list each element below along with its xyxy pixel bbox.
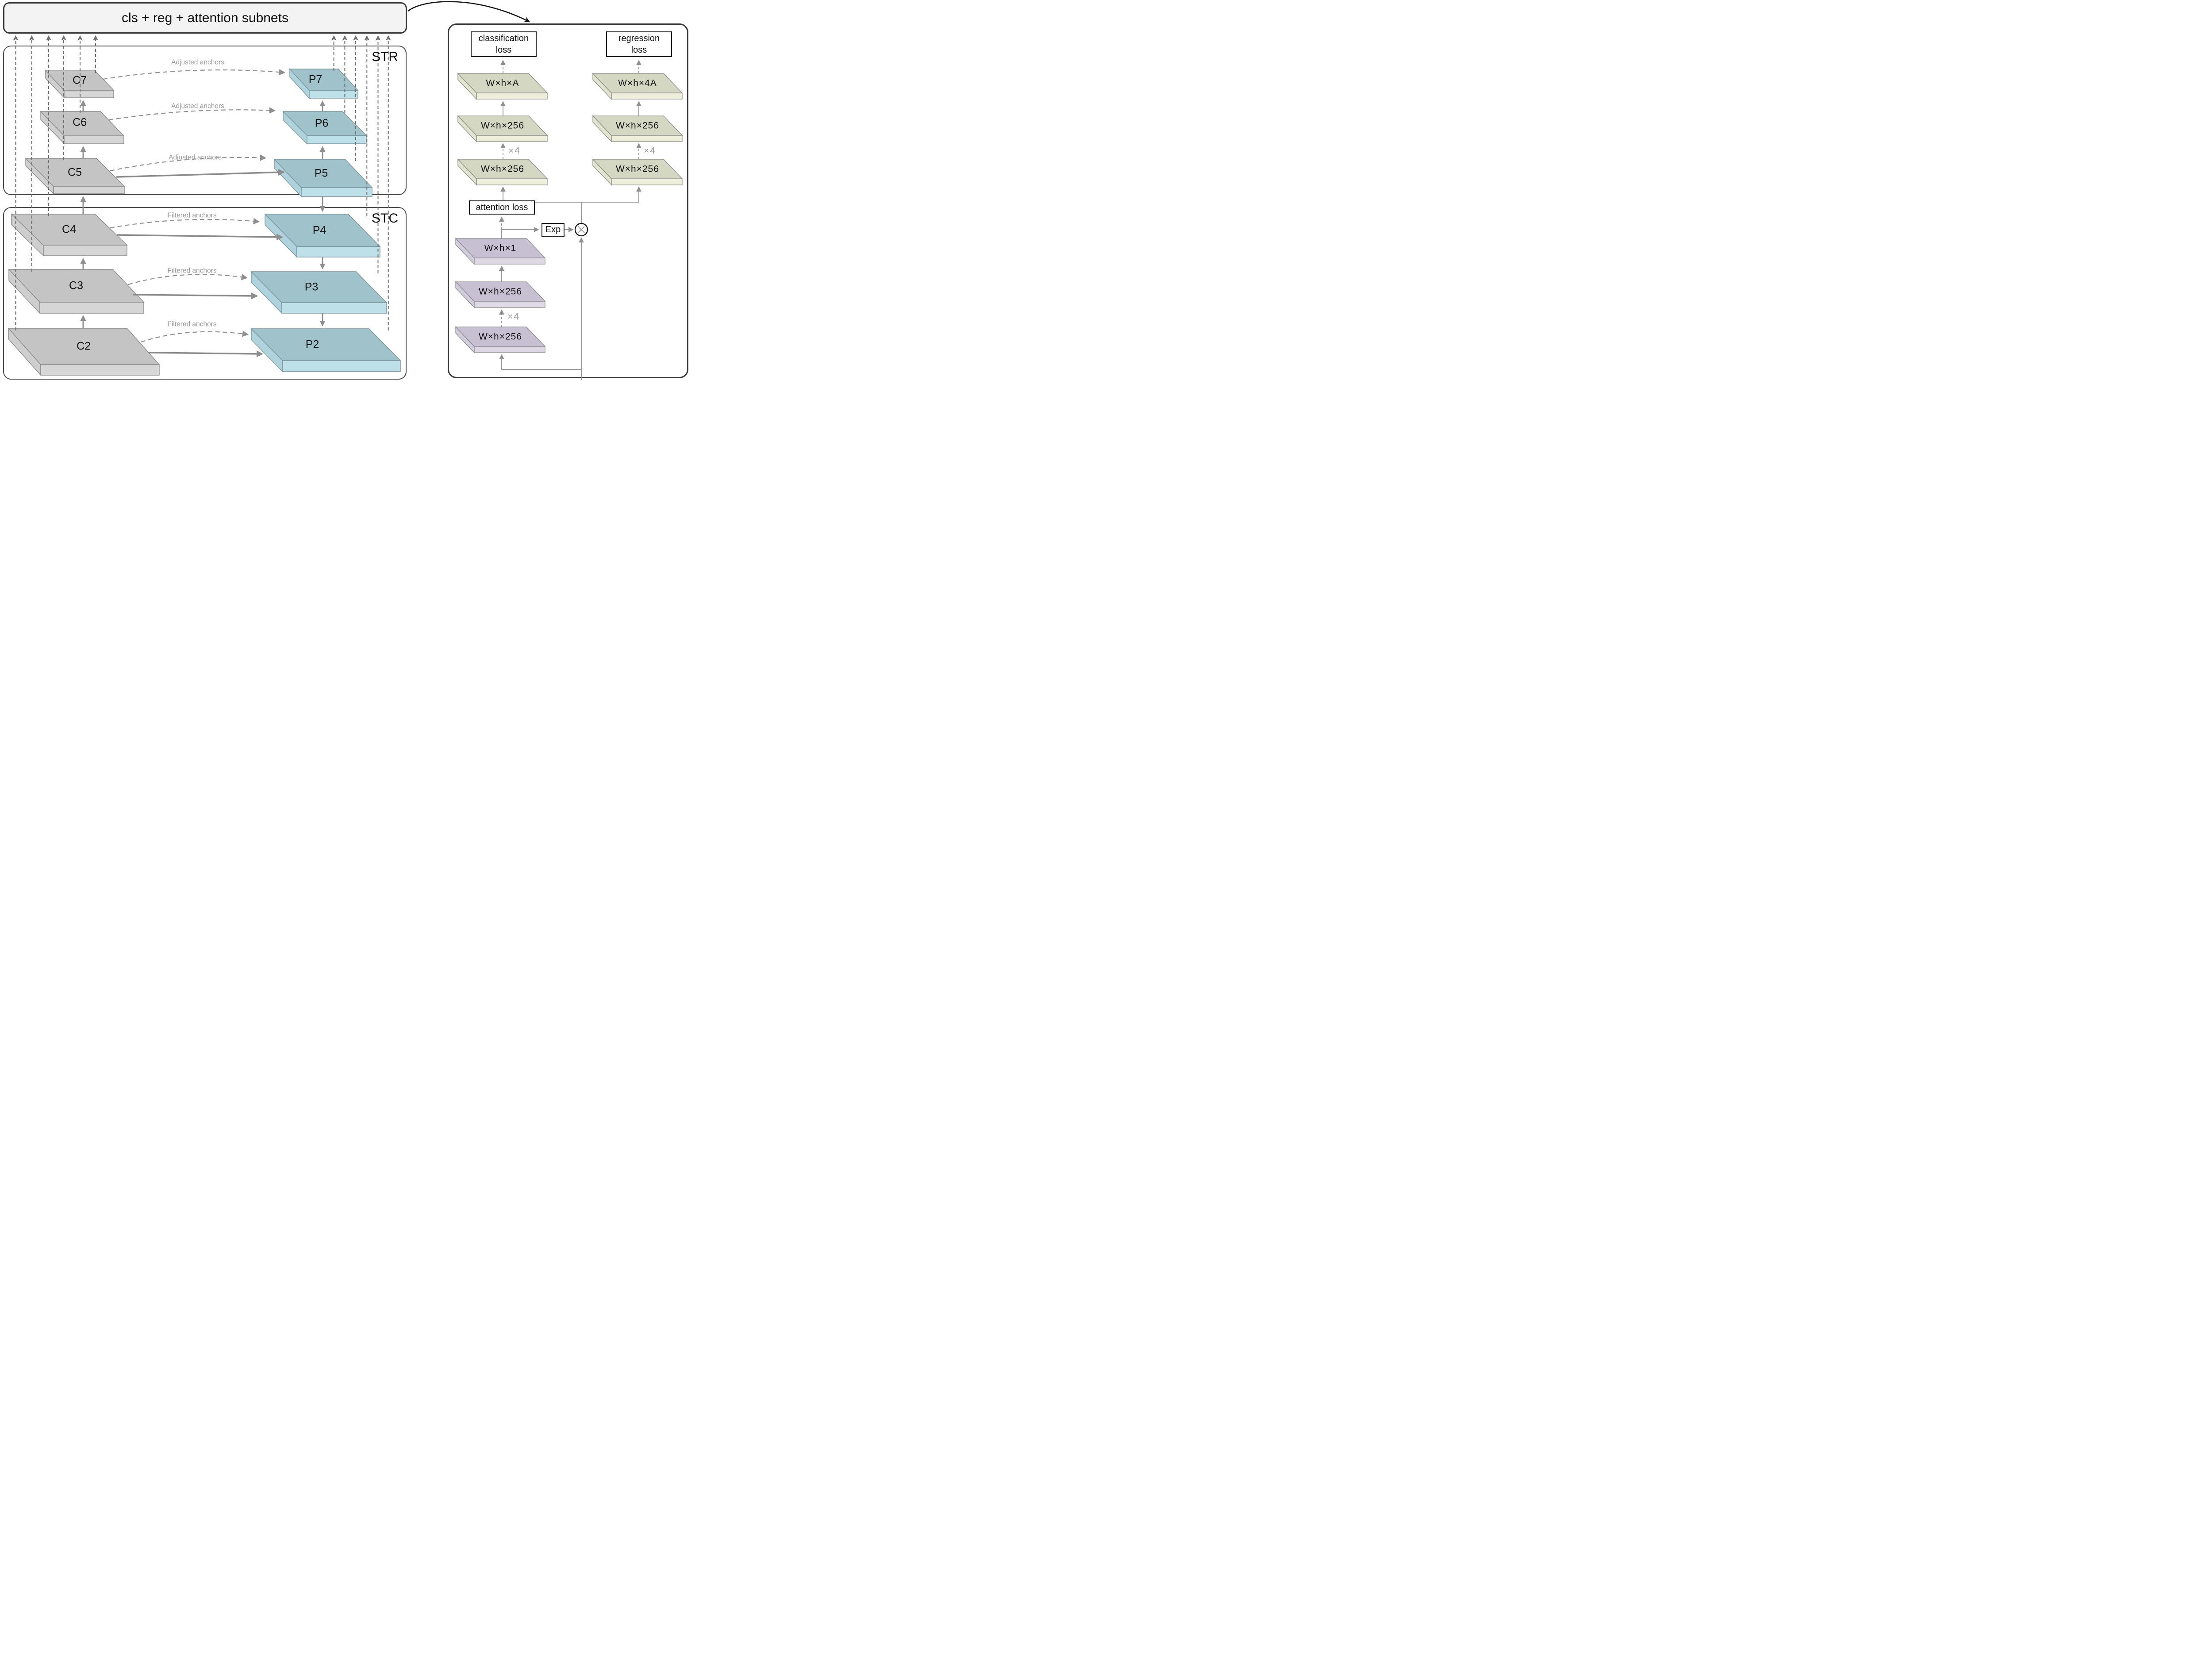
- slab-reg-3: [592, 158, 683, 186]
- att-slab-label-1: W×h×1: [484, 243, 517, 254]
- diagram-layer: [8, 1, 683, 380]
- filtered-anchors-label-3: Filtered anchors: [167, 320, 217, 328]
- cls-slab-label-1: W×h×A: [486, 78, 519, 88]
- slab-reg-1: [592, 73, 683, 100]
- multiply-icon: [574, 223, 588, 237]
- slab-p6: [282, 111, 367, 145]
- block-label-c3: C3: [69, 279, 83, 292]
- adjusted-anchors-label-3: Adjusted anchors: [169, 154, 222, 161]
- slab-c2: [8, 327, 160, 376]
- block-label-p2: P2: [305, 338, 319, 351]
- attention-loss-label: attention loss: [476, 203, 528, 212]
- reg-slab-label-2: W×h×256: [615, 120, 660, 131]
- times4-label-reg: ×4: [644, 146, 656, 156]
- subnets-header-title: cls + reg + attention subnets: [122, 10, 288, 25]
- slab-c6: [40, 111, 125, 145]
- str-module-box: [3, 46, 407, 195]
- block-label-p7: P7: [308, 73, 323, 86]
- classification-loss-label: classification loss: [478, 34, 529, 55]
- stc-module-label: STC: [372, 211, 398, 226]
- block-label-c5: C5: [68, 166, 82, 179]
- regression-loss-box: regression loss: [606, 31, 672, 57]
- adjusted-anchors-label-1: Adjusted anchors: [171, 58, 224, 66]
- slab-reg-2: [592, 115, 683, 142]
- cls-slab-label-2: W×h×256: [480, 120, 525, 131]
- block-label-p4: P4: [312, 224, 326, 237]
- uplink-dashed-arrows-left: [13, 35, 98, 330]
- exp-box: Exp: [541, 223, 565, 237]
- reg-slab-label-3: W×h×256: [615, 164, 660, 174]
- block-label-p5: P5: [314, 167, 328, 180]
- stc-module-box: [3, 207, 407, 380]
- block-label-c4: C4: [62, 223, 76, 236]
- uplink-dashed-arrows-right: [331, 35, 391, 330]
- slab-att-3: [455, 326, 546, 353]
- block-label-c2: C2: [77, 340, 91, 353]
- times4-label-cls: ×4: [508, 146, 521, 156]
- slab-cls-2: [457, 115, 548, 142]
- slab-c3: [8, 269, 145, 314]
- adjusted-anchors-label-2: Adjusted anchors: [171, 102, 224, 110]
- slab-c5: [25, 157, 125, 195]
- str-module-label: STR: [372, 50, 398, 64]
- cls-slab-label-3: W×h×256: [480, 164, 525, 174]
- att-slab-label-3: W×h×256: [478, 331, 522, 342]
- slab-p5: [273, 158, 373, 197]
- slab-p7: [289, 68, 359, 99]
- block-label-c6: C6: [73, 116, 87, 129]
- exp-label: Exp: [545, 225, 561, 234]
- filtered-anchors-label-2: Filtered anchors: [167, 267, 217, 275]
- regression-loss-label: regression loss: [618, 34, 660, 55]
- times4-label-att: ×4: [507, 311, 520, 322]
- lateral-feature-arrows: [116, 169, 285, 357]
- slab-c4: [11, 213, 128, 257]
- slab-p3: [250, 271, 388, 314]
- subnets-feed-arrow: [407, 1, 530, 23]
- reg-slab-label-1: W×h×4A: [618, 78, 657, 88]
- slab-cls-3: [457, 158, 548, 186]
- subnets-header-box: cls + reg + attention subnets: [3, 2, 407, 34]
- slab-att-2: [455, 281, 546, 308]
- attention-loss-box: attention loss: [469, 200, 535, 215]
- block-label-p6: P6: [315, 117, 329, 130]
- block-label-c7: C7: [73, 74, 87, 87]
- block-label-p3: P3: [304, 280, 319, 293]
- filtered-anchors-label-1: Filtered anchors: [167, 211, 217, 219]
- att-slab-label-2: W×h×256: [478, 286, 522, 297]
- slab-p2: [250, 328, 401, 373]
- slab-cls-1: [457, 73, 548, 100]
- slab-att-1: [455, 238, 546, 265]
- classification-loss-box: classification loss: [471, 31, 537, 57]
- anchor-curve-arrows: [103, 69, 286, 343]
- figure-canvas: cls + reg + attention subnets: [0, 0, 694, 383]
